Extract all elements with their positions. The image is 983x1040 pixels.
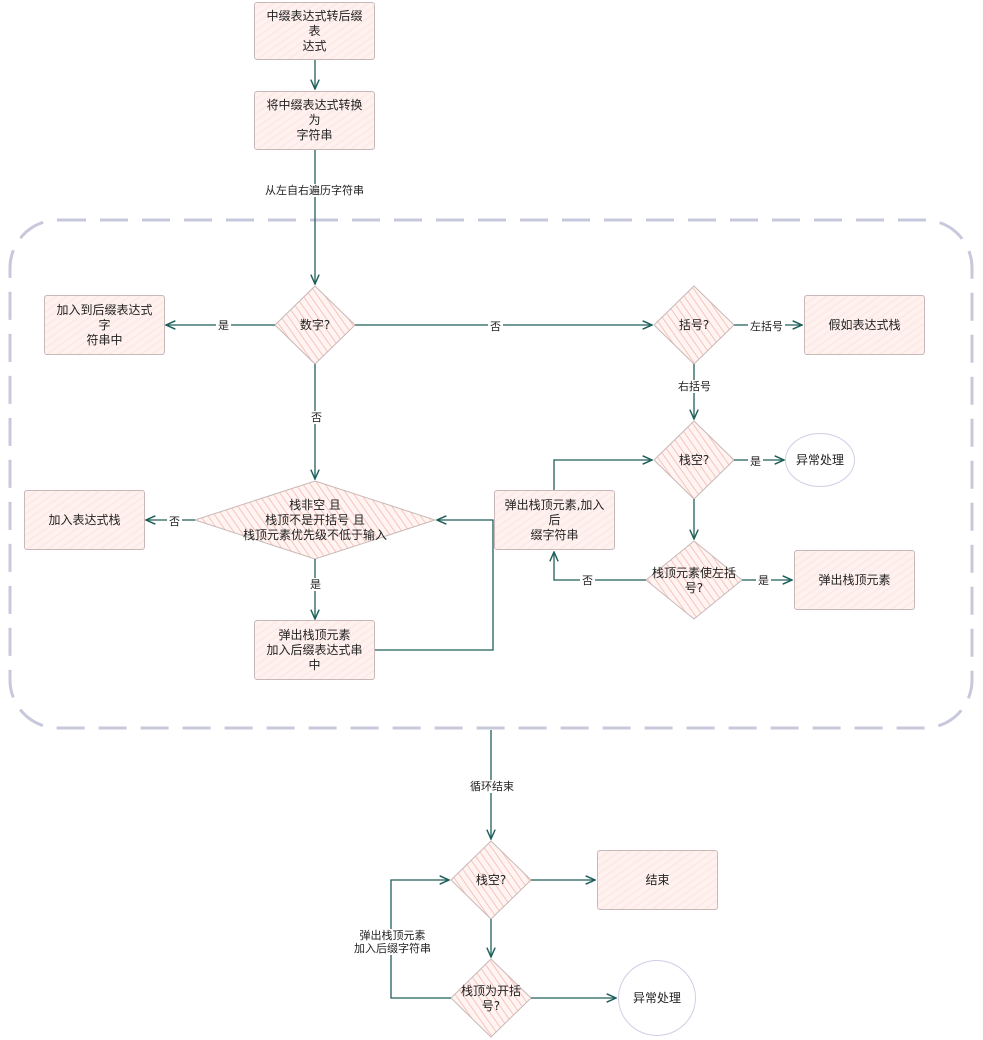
top-open-paren-label: 栈顶为开括 号?: [460, 984, 521, 1013]
edge-label-no-cond: 否: [309, 411, 324, 424]
edge-label-cond-yes: 是: [308, 578, 323, 591]
edge-label-pop-loop: 弹出栈顶元素 加入后缀字符串: [352, 929, 433, 955]
edge-label-yes-number: 是: [216, 319, 231, 332]
push-stack-node[interactable]: 假如表达式栈: [804, 295, 925, 355]
add-stack-node[interactable]: 加入表达式栈: [24, 490, 145, 550]
append-postfix-node[interactable]: 加入到后缀表达式字 符串中: [44, 295, 165, 355]
exception1-node[interactable]: 异常处理: [785, 433, 855, 487]
edge-pop2-to-empty: [553, 460, 652, 490]
edge-label-loop-end: 循环结束: [468, 780, 516, 793]
pop-append-node[interactable]: 弹出栈顶元素 加入后缀表达式串中: [254, 620, 375, 680]
loop-region: [8, 218, 974, 730]
start-node[interactable]: 中缀表达式转后缀表 达式: [254, 2, 375, 60]
stack-cond-label: 栈非空 且 栈顶不是开括号 且 栈顶元素优先级不低于输入: [242, 497, 387, 542]
stack-empty2-label: 栈空?: [475, 872, 507, 887]
top-left-paren-diamond[interactable]: [645, 540, 743, 620]
is-paren-label: 括号?: [678, 317, 710, 332]
edge-label-top-yes: 是: [756, 574, 771, 587]
end-node[interactable]: 结束: [597, 850, 718, 910]
edge-label-left-paren: 左括号: [748, 320, 785, 333]
edge-label-traverse: 从左自右遍历字符串: [263, 184, 366, 197]
edge-label-cond-no: 否: [167, 515, 182, 528]
edge-top-no: [554, 552, 646, 581]
edge-pop-loop-back: [375, 520, 494, 651]
top-open-paren-diamond[interactable]: [450, 958, 532, 1038]
edge-label-no-number: 否: [488, 320, 503, 333]
is-number-label: 数字?: [299, 317, 331, 332]
edge-label-top-no: 否: [580, 574, 595, 587]
to-string-node[interactable]: 将中缀表达式转换为 字符串: [254, 91, 375, 150]
edge-label-empty-yes: 是: [748, 455, 763, 468]
edge-label-right-paren: 右括号: [676, 380, 713, 393]
pop-top-node[interactable]: 弹出栈顶元素: [794, 550, 915, 610]
top-left-paren-label: 栈顶元素使左括 号?: [651, 566, 736, 595]
pop-append2-node[interactable]: 弹出栈顶元素,加入后 缀字符串: [494, 490, 615, 550]
stack-empty-label: 栈空?: [678, 452, 710, 467]
exception2-node[interactable]: 异常处理: [618, 960, 696, 1036]
